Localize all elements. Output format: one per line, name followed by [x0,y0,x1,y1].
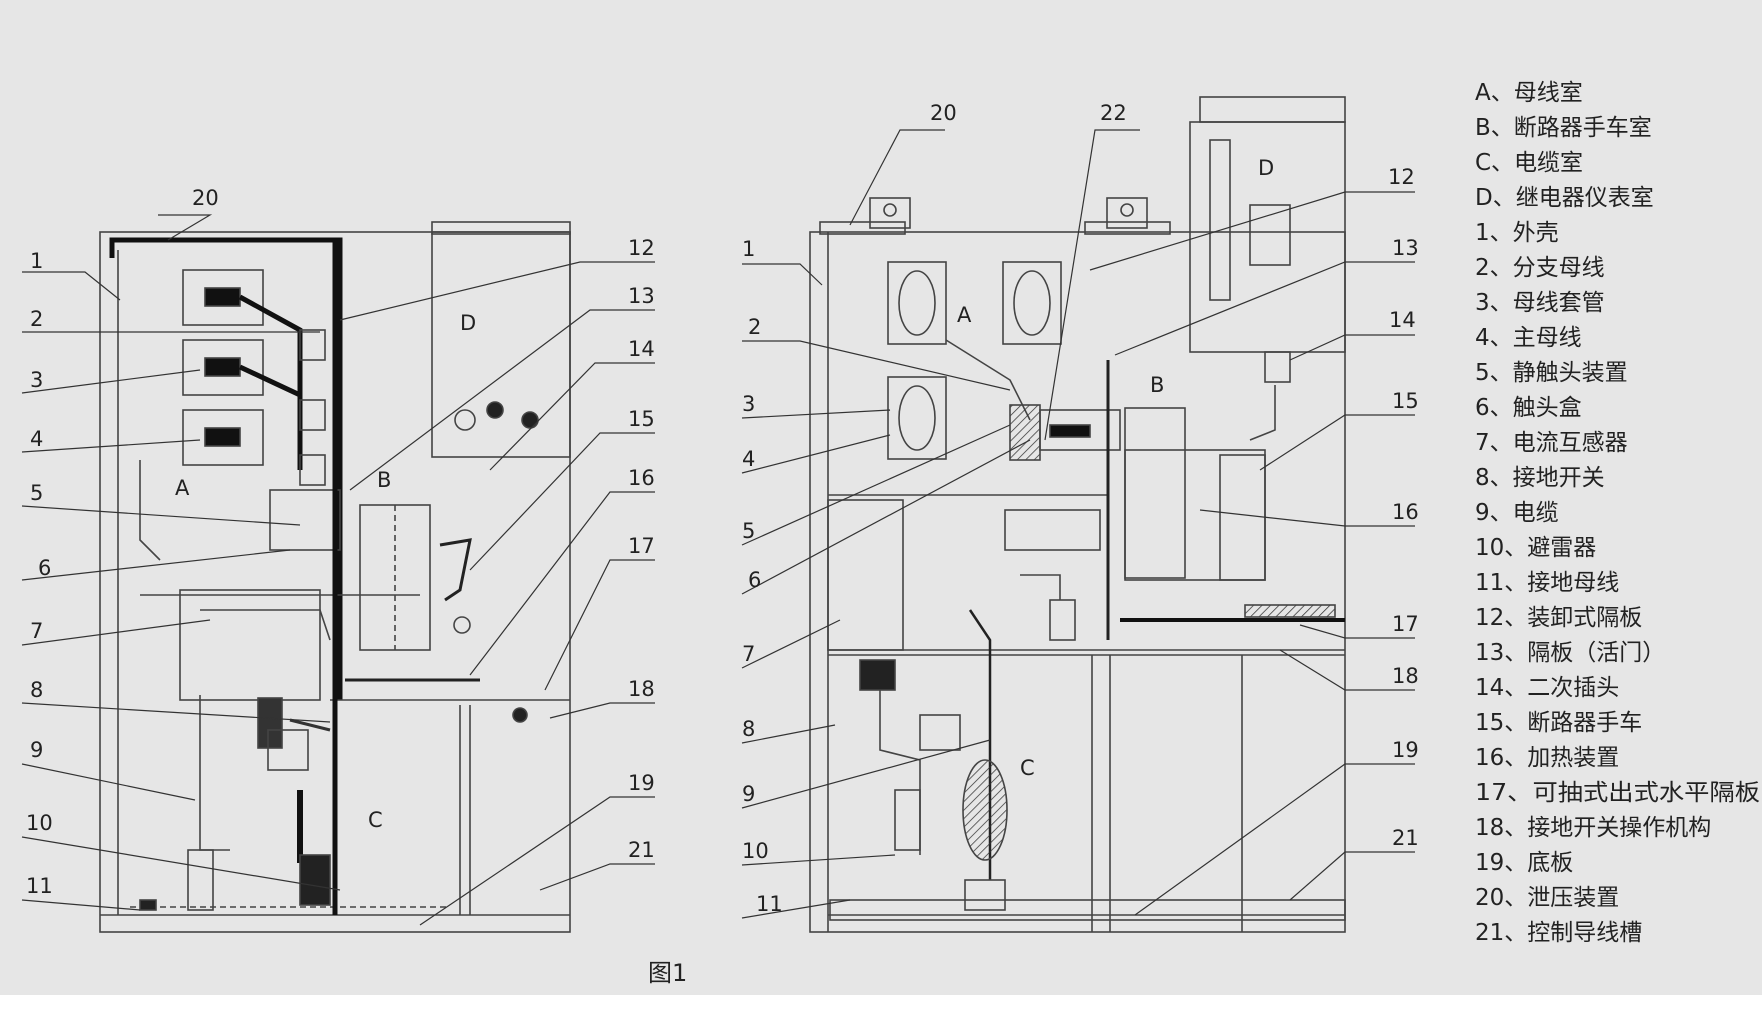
legend-item-a: A、母线室 [1475,80,1583,106]
right-callout-4: 4 [742,447,755,471]
right-callout-13: 13 [1392,236,1419,260]
left-relief-roof [109,237,343,700]
right-callout-11: 11 [756,892,783,916]
right-room-label-b: B [1150,373,1164,397]
right-room-label-a: A [957,303,972,327]
left-callout-19: 19 [628,771,655,795]
right-callout-20: 20 [930,101,957,125]
left-callout-6: 6 [38,556,51,580]
left-callout-14: 14 [628,337,655,361]
legend-item-2: 2、分支母线 [1475,255,1605,281]
legend-item-17: 17、可抽式出式水平隔板 [1475,780,1760,806]
left-callout-21: 21 [628,838,655,862]
right-callout-1: 1 [742,237,755,261]
left-callout-8: 8 [30,678,43,702]
left-callout-leaders [21,214,655,926]
right-callout-3: 3 [742,392,755,416]
left-room-label-d: D [460,311,476,335]
legend-item-10: 10、避雷器 [1475,535,1596,561]
right-callout-19: 19 [1392,738,1419,762]
left-callout-18: 18 [628,677,655,701]
right-cabinet-view [809,96,1346,933]
right-callout-7: 7 [742,642,755,666]
figure-caption: 图1 [648,959,687,987]
legend-item-b: B、断路器手车室 [1475,115,1652,141]
left-callout-16: 16 [628,466,655,490]
legend-item-3: 3、母线套管 [1475,290,1605,316]
legend-item-d: D、继电器仪表室 [1475,185,1654,211]
right-callout-21: 21 [1392,826,1419,850]
left-callout-2: 2 [30,307,43,331]
left-callout-12: 12 [628,236,655,260]
legend-item-1: 1、外壳 [1475,220,1559,246]
right-callout-5: 5 [742,519,755,543]
left-cabinet-view [99,221,571,933]
legend-item-7: 7、电流互感器 [1475,430,1628,456]
right-callout-2: 2 [748,315,761,339]
right-callout-8: 8 [742,717,755,741]
right-outer-shell [809,231,1346,933]
right-room-label-c: C [1020,756,1035,780]
left-callout-3: 3 [30,368,43,392]
left-callout-17: 17 [628,534,655,558]
right-callout-10: 10 [742,839,769,863]
legend-item-5: 5、静触头装置 [1475,360,1628,386]
legend-item-18: 18、接地开关操作机构 [1475,815,1711,841]
right-callout-12: 12 [1388,165,1415,189]
right-callout-9: 9 [742,782,755,806]
legend-item-15: 15、断路器手车 [1475,710,1642,736]
right-callout-15: 15 [1392,389,1419,413]
legend: A、母线室 B、断路器手车室 C、电缆室 D、继电器仪表室 1、外壳 2、分支母… [1475,80,1760,946]
legend-item-4: 4、主母线 [1475,325,1582,351]
left-callout-13: 13 [628,284,655,308]
right-callout-22: 22 [1100,101,1127,125]
left-room-label-a: A [175,476,190,500]
left-callout-4: 4 [30,427,43,451]
legend-item-13: 13、隔板（活门） [1475,640,1665,666]
right-callout-6: 6 [748,568,761,592]
left-callout-15: 15 [628,407,655,431]
legend-item-9: 9、电缆 [1475,500,1559,526]
legend-item-14: 14、二次插头 [1475,675,1619,701]
left-callout-5: 5 [30,481,43,505]
right-callout-18: 18 [1392,664,1419,688]
left-room-label-c: C [368,808,383,832]
left-room-label-b: B [377,468,391,492]
legend-item-20: 20、泄压装置 [1475,885,1619,911]
right-callout-16: 16 [1392,500,1419,524]
left-callout-20: 20 [192,186,219,210]
right-callout-17: 17 [1392,612,1419,636]
right-room-label-d: D [1258,156,1274,180]
legend-item-11: 11、接地母线 [1475,570,1619,596]
legend-item-6: 6、触头盒 [1475,395,1582,421]
left-callout-11: 11 [26,874,53,898]
right-callout-14: 14 [1389,308,1416,332]
legend-item-21: 21、控制导线槽 [1475,920,1642,946]
left-callout-9: 9 [30,738,43,762]
legend-item-12: 12、装卸式隔板 [1475,605,1642,631]
right-callout-leaders [741,129,1415,919]
legend-item-8: 8、接地开关 [1475,465,1605,491]
left-callout-10: 10 [26,811,53,835]
left-callout-7: 7 [30,619,43,643]
legend-item-c: C、电缆室 [1475,150,1583,176]
left-outer-shell [99,231,571,933]
left-callout-1: 1 [30,249,43,273]
legend-item-19: 19、底板 [1475,850,1573,876]
legend-item-16: 16、加热装置 [1475,745,1619,771]
